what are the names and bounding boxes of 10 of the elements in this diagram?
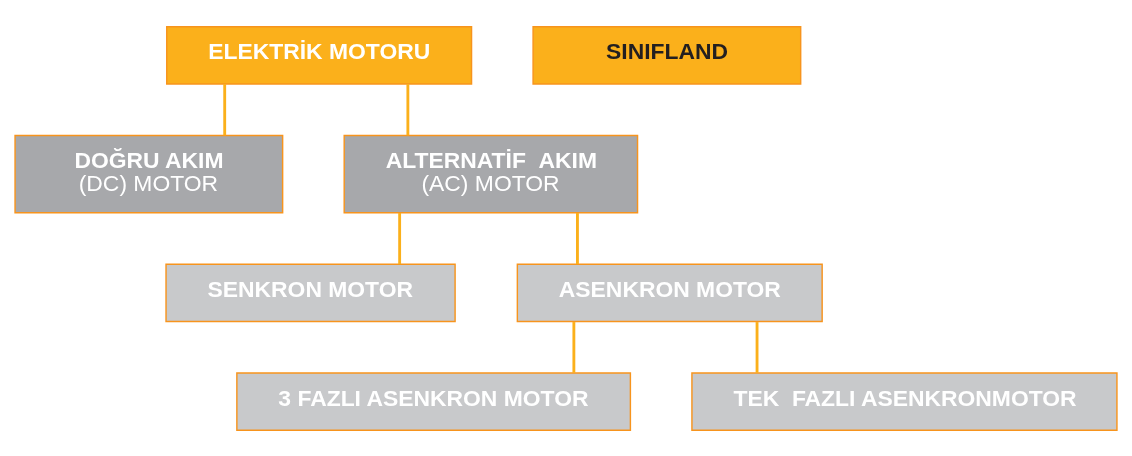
connector <box>398 212 402 264</box>
connector <box>406 83 410 135</box>
node-box: ALTERNATİF AKIM (AC) MOTOR <box>343 134 639 213</box>
node-box: DOĞRU AKIM (DC) MOTOR <box>14 134 284 213</box>
connector <box>755 321 759 373</box>
node-box: SINIFLAND <box>532 25 802 85</box>
connector <box>223 83 227 135</box>
node-box: ELEKTRİK MOTORU <box>166 25 473 85</box>
connector <box>572 321 576 373</box>
connector <box>576 212 579 264</box>
